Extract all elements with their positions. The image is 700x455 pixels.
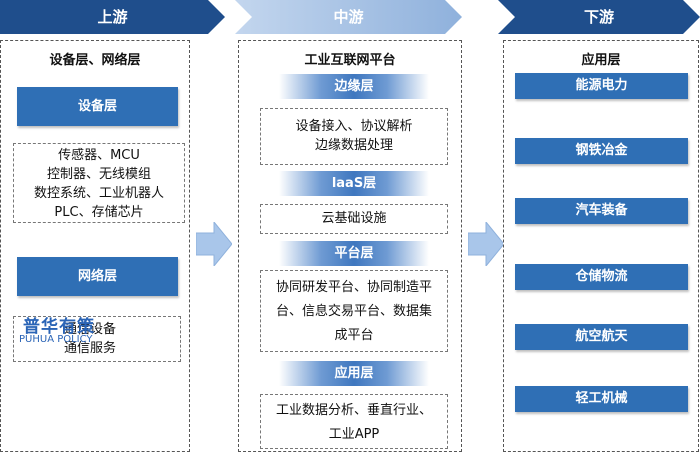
edge-layer-content: 设备接入、协议解析 边缘数据处理 bbox=[260, 108, 448, 165]
upstream-column: 设备层、网络层 设备层 传感器、MCU 控制器、无线模组 数控系统、工业机器人 … bbox=[0, 40, 190, 452]
stage-header-upstream: 上游 bbox=[0, 0, 225, 34]
right-arrow-icon bbox=[196, 222, 232, 266]
downstream-item: 航空航天 bbox=[515, 324, 688, 350]
text-line: 成平台 bbox=[334, 328, 374, 343]
downstream-column: 应用层 能源电力 钢铁冶金 汽车装备 仓储物流 航空航天 轻工机械 bbox=[503, 40, 699, 452]
platform-layer-content: 协同研发平台、协同制造平 台、信息交易平台、数据集 成平台 bbox=[260, 270, 448, 352]
text-line: 台、信息交易平台、数据集 bbox=[275, 304, 432, 319]
stage-label: 上游 bbox=[97, 8, 128, 26]
text-line: 数控系统、工业机器人 bbox=[33, 186, 164, 201]
chevron-shape bbox=[235, 0, 462, 34]
downstream-item: 轻工机械 bbox=[515, 386, 688, 412]
network-layer-content: 通信设备 通信服务 bbox=[13, 316, 181, 362]
text-line: 传感器、MCU bbox=[58, 148, 140, 163]
device-layer-bar: 设备层 bbox=[17, 87, 178, 126]
right-arrow-icon bbox=[468, 222, 504, 266]
stage-label: 下游 bbox=[583, 8, 614, 26]
stage-header-midstream: 中游 bbox=[235, 0, 462, 34]
application-layer-content: 工业数据分析、垂直行业、 工业APP bbox=[260, 394, 448, 449]
midstream-column: 工业互联网平台 边缘层 设备接入、协议解析 边缘数据处理 laaS层 云基础设施… bbox=[238, 40, 462, 452]
downstream-item: 钢铁冶金 bbox=[515, 138, 688, 164]
application-layer-bar: 应用层 bbox=[279, 361, 429, 386]
text-line: 边缘数据处理 bbox=[314, 138, 393, 153]
text-line: 设备接入、协议解析 bbox=[295, 119, 413, 134]
text-line: 通信服务 bbox=[64, 341, 117, 356]
text-line: 工业数据分析、垂直行业、 bbox=[275, 403, 432, 418]
network-layer-bar: 网络层 bbox=[17, 257, 178, 296]
edge-layer-bar: 边缘层 bbox=[279, 74, 429, 99]
platform-layer-bar: 平台层 bbox=[279, 241, 429, 266]
text-line: PLC、存储芯片 bbox=[54, 205, 144, 220]
iaas-layer-bar: laaS层 bbox=[279, 171, 429, 196]
device-layer-content: 传感器、MCU 控制器、无线模组 数控系统、工业机器人 PLC、存储芯片 bbox=[13, 143, 185, 223]
downstream-item: 汽车装备 bbox=[515, 198, 688, 224]
text-line: 通信设备 bbox=[64, 322, 117, 337]
watermark-subtext: PUHUA POLICY bbox=[19, 334, 93, 345]
stage-label: 中游 bbox=[333, 8, 364, 26]
watermark-logo: 普华有策 bbox=[23, 317, 95, 337]
text-line: 工业APP bbox=[328, 427, 380, 442]
midstream-title: 工业互联网平台 bbox=[304, 53, 396, 68]
downstream-item: 能源电力 bbox=[515, 73, 688, 99]
downstream-title: 应用层 bbox=[581, 53, 621, 68]
chevron-shape bbox=[498, 0, 700, 34]
downstream-item: 仓储物流 bbox=[515, 264, 688, 290]
chevron-shape bbox=[0, 0, 225, 34]
upstream-title: 设备层、网络层 bbox=[49, 53, 141, 68]
text-line: 云基础设施 bbox=[321, 211, 387, 226]
text-line: 控制器、无线模组 bbox=[46, 167, 151, 182]
iaas-layer-content: 云基础设施 bbox=[260, 204, 448, 234]
stage-header-downstream: 下游 bbox=[498, 0, 700, 34]
text-line: 协同研发平台、协同制造平 bbox=[275, 280, 432, 295]
